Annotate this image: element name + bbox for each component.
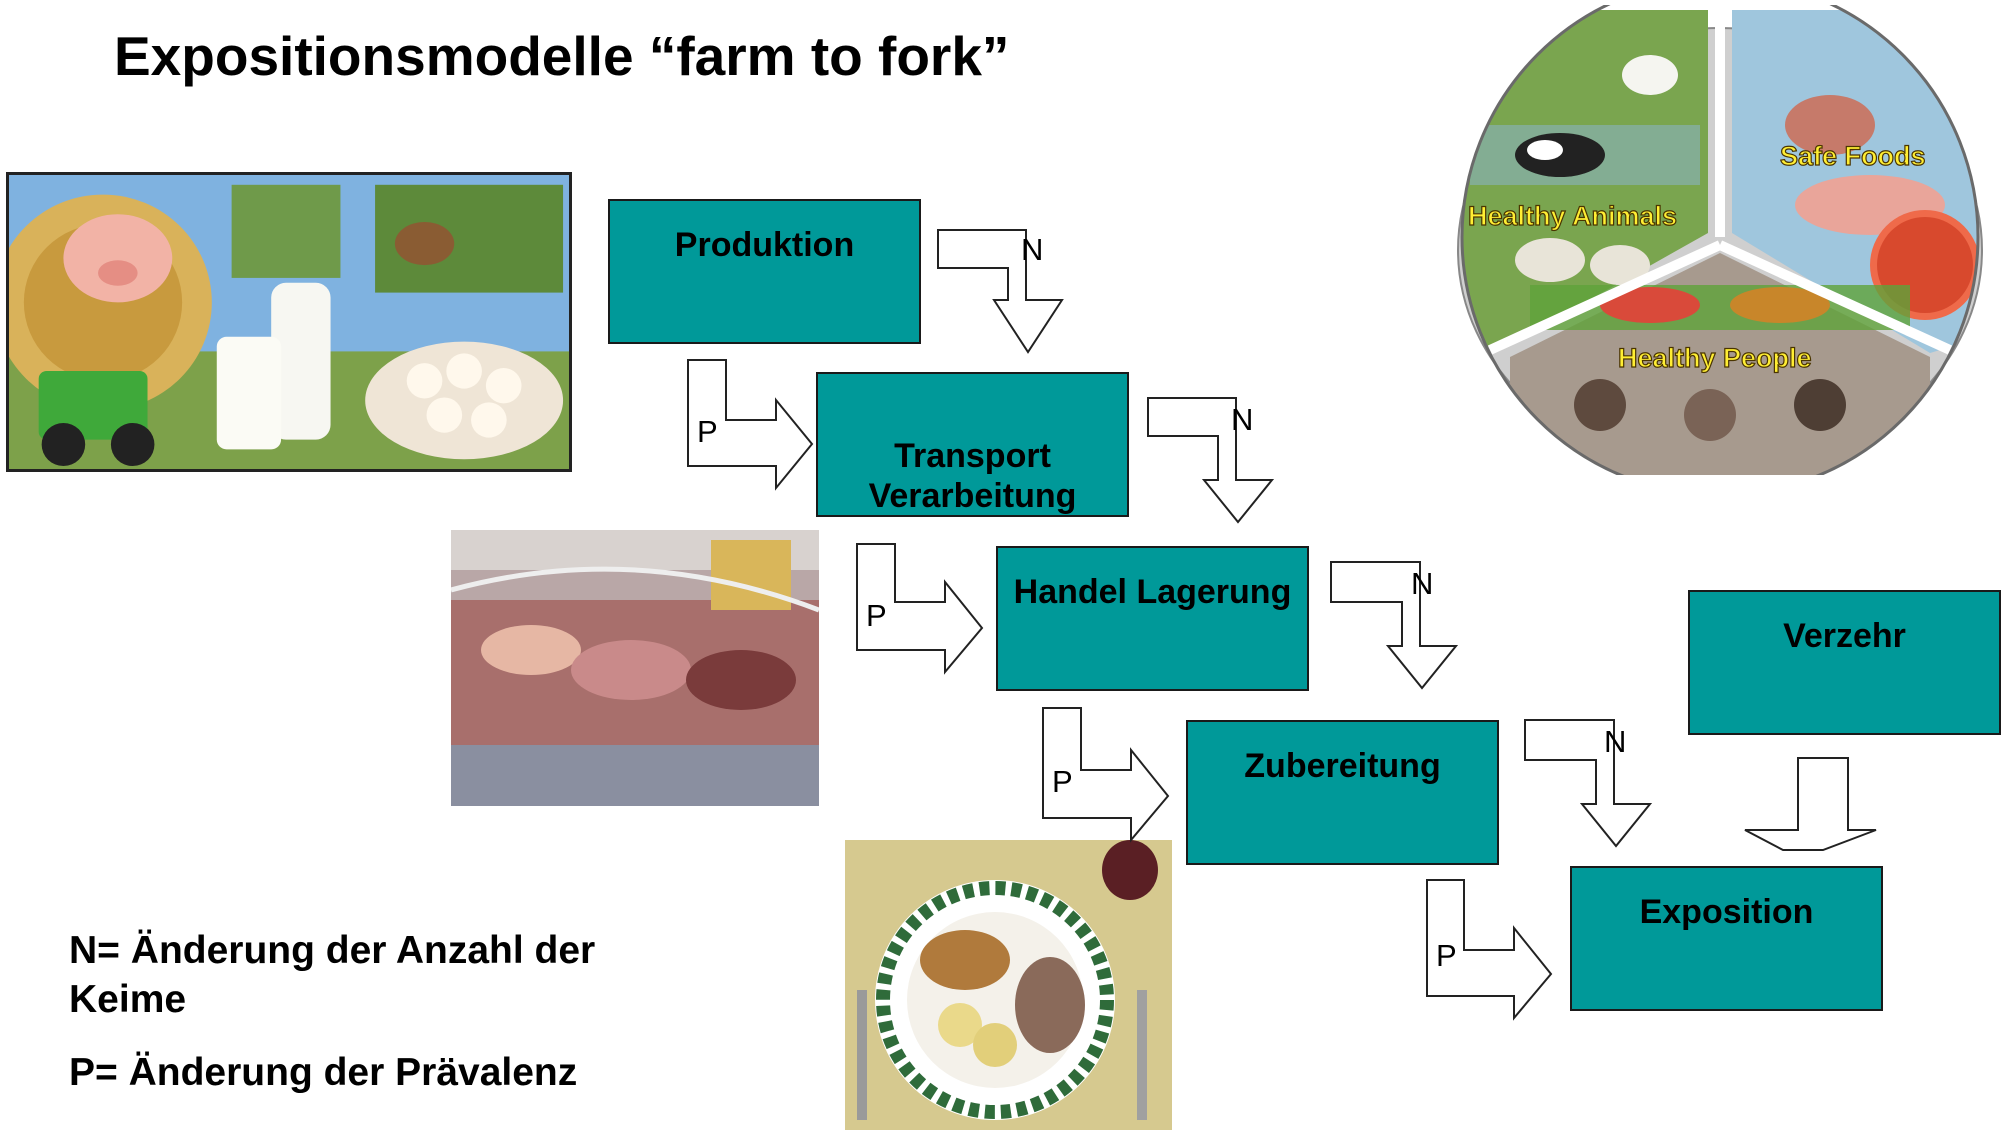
n-arrow-2: [1147, 397, 1275, 524]
verzehr-down-arrow: [1744, 757, 1877, 851]
step-transport-verarbeitung: Transport Verarbeitung: [816, 372, 1129, 517]
step-produktion: Produktion: [608, 199, 921, 344]
legend-n-line2: Keime: [69, 978, 187, 1021]
step-exposition: Exposition: [1570, 866, 1883, 1011]
p-arrow-2: [856, 543, 984, 675]
legend-n-line1: N= Änderung der Anzahl der: [69, 929, 596, 972]
n-arrow-4: [1524, 719, 1653, 848]
p-arrow-1: [687, 359, 814, 491]
safe-foods-label: Safe Foods: [1780, 141, 1926, 171]
p-arrow-4: [1426, 879, 1553, 1021]
page-title: Expositionsmodelle “farm to fork”: [114, 25, 1010, 87]
meal-plate-image: [845, 840, 1172, 1130]
p-arrow-1-label: P: [697, 414, 718, 449]
step-verzehr-label: Verzehr: [1783, 617, 1906, 655]
n-arrow-1-label: N: [1021, 232, 1043, 267]
p-arrow-4-label: P: [1436, 938, 1457, 973]
step-transport-label: Transport Verarbeitung: [868, 437, 1077, 515]
step-exposition-label: Exposition: [1639, 893, 1814, 931]
step-verzehr: Verzehr: [1688, 590, 2001, 735]
step-handel-label: Handel Lagerung: [1013, 573, 1292, 611]
p-arrow-3-label: P: [1052, 764, 1073, 799]
step-produktion-label: Produktion: [674, 226, 855, 264]
step-handel-lagerung: Handel Lagerung: [996, 546, 1309, 691]
p-arrow-2-label: P: [866, 598, 887, 633]
n-arrow-3: [1330, 561, 1459, 690]
food-safety-wheel: Healthy Animals Safe Foods Healthy Peopl…: [1450, 0, 1990, 497]
legend-p-line: P= Änderung der Prävalenz: [69, 1051, 578, 1094]
deli-counter-image: [451, 530, 819, 806]
healthy-animals-label: Healthy Animals: [1468, 201, 1677, 231]
healthy-people-label: Healthy People: [1618, 343, 1812, 373]
p-arrow-3: [1042, 707, 1170, 843]
step-zubereitung: Zubereitung: [1186, 720, 1499, 865]
n-arrow-1: [937, 229, 1064, 354]
n-arrow-4-label: N: [1604, 724, 1626, 759]
legend: N= Änderung der Anzahl der Keime P= Ände…: [69, 926, 769, 1097]
step-zubereitung-label: Zubereitung: [1244, 747, 1441, 785]
farm-collage-image: [6, 172, 572, 472]
n-arrow-3-label: N: [1411, 566, 1433, 601]
n-arrow-2-label: N: [1231, 402, 1253, 437]
